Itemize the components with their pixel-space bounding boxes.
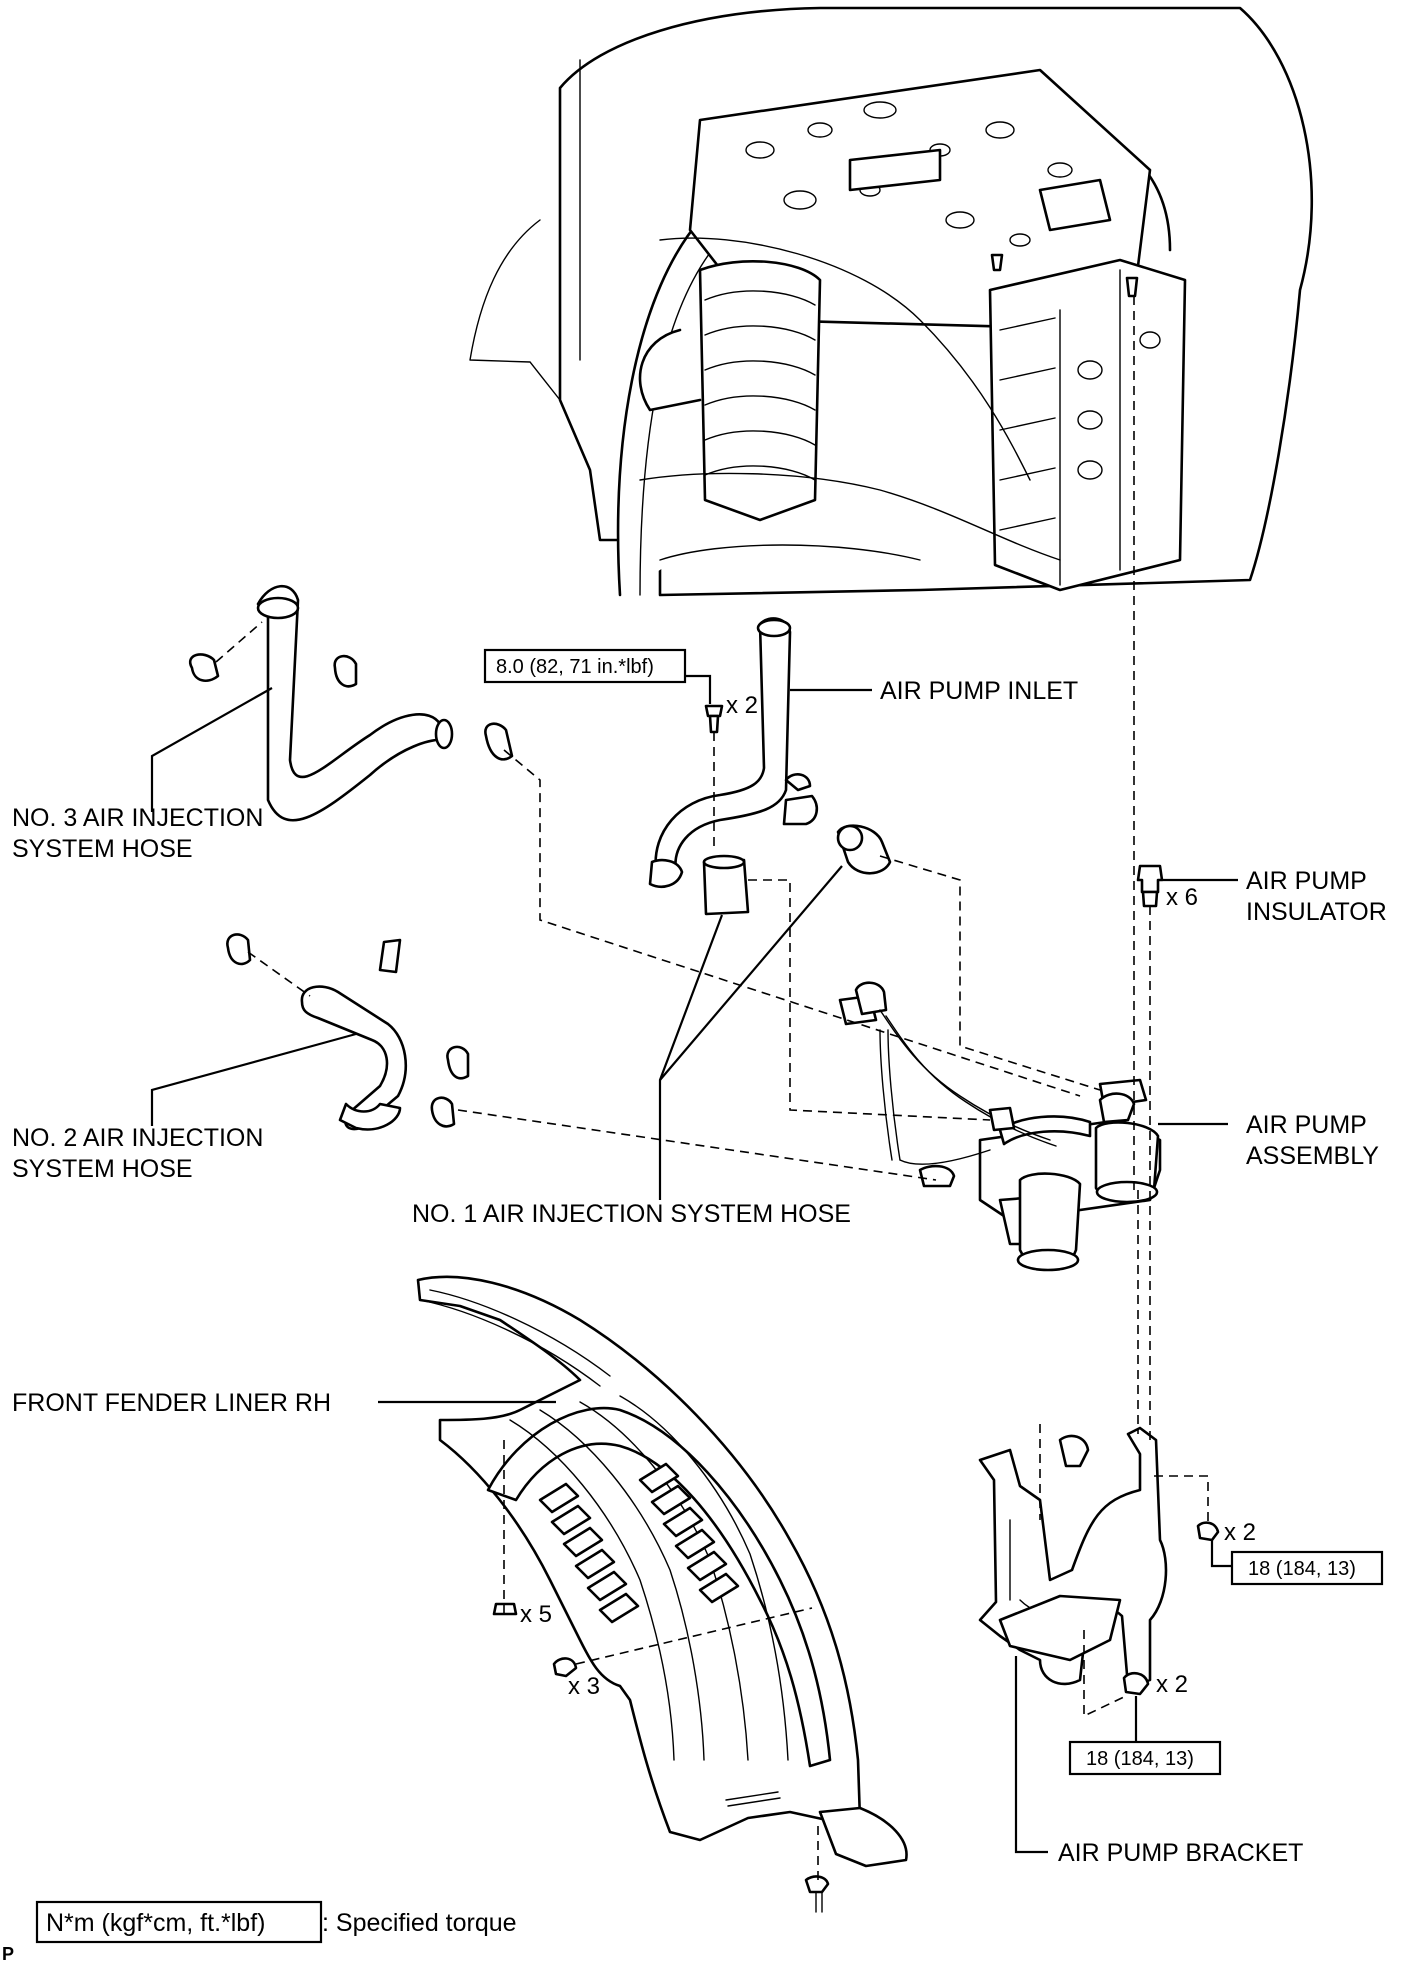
label-air-pump-assembly-line2: ASSEMBLY	[1246, 1142, 1379, 1170]
legend-unit: N*m (kgf*cm, ft.*lbf)	[46, 1909, 265, 1937]
no3-air-injection-hose	[188, 584, 514, 822]
corner-mark: P	[2, 1944, 14, 1963]
torque-value-bracket-bolt: 18 (184, 13)	[1086, 1748, 1194, 1770]
label-no3-hose-line2: SYSTEM HOSE	[12, 835, 193, 863]
strut-spring	[638, 260, 822, 522]
no2-air-injection-hose	[226, 933, 470, 1131]
front-fender-liner-part	[416, 1275, 908, 1913]
air-pump-assembly-part	[838, 981, 1162, 1272]
air-pump-insulator-part	[1136, 864, 1164, 908]
label-air-pump-assembly-line1: AIR PUMP	[1246, 1111, 1367, 1139]
torque-legend: N*m (kgf*cm, ft.*lbf) : Specified torque	[35, 1900, 517, 1944]
qty-bracket-bolt: x 2	[1156, 1671, 1188, 1698]
label-no3-hose-line1: NO. 3 AIR INJECTION	[12, 804, 263, 832]
label-air-pump-insulator-line2: INSULATOR	[1246, 898, 1387, 926]
label-no2-hose-line2: SYSTEM HOSE	[12, 1155, 193, 1183]
label-no2-hose-line1: NO. 2 AIR INJECTION	[12, 1124, 263, 1152]
torque-box-bracket-bolt: 18 (184, 13)	[1068, 1740, 1222, 1776]
label-front-fender-liner: FRONT FENDER LINER RH	[12, 1389, 331, 1417]
legend-text: : Specified torque	[322, 1909, 517, 1937]
qty-liner-screw: x 3	[568, 1673, 600, 1700]
qty-insulator: x 6	[1166, 884, 1198, 911]
torque-value-inlet-bolt: 8.0 (82, 71 in.*lbf)	[496, 656, 654, 678]
label-no1-hose: NO. 1 AIR INJECTION SYSTEM HOSE	[412, 1200, 851, 1228]
alignment-lines	[215, 296, 1209, 1880]
torque-value-bracket-nut: 18 (184, 13)	[1248, 1558, 1356, 1580]
air-pump-bracket-part	[978, 1426, 1220, 1696]
liner-vents	[538, 1462, 740, 1624]
label-air-pump-bracket: AIR PUMP BRACKET	[1058, 1839, 1303, 1867]
torque-box-bracket-nut: 18 (184, 13)	[1230, 1550, 1384, 1586]
engine-bay-illustration	[469, 6, 1314, 597]
qty-bracket-nut: x 2	[1224, 1519, 1256, 1546]
qty-inlet-bolt: x 2	[726, 692, 758, 719]
air-pump-inlet-part	[648, 617, 819, 888]
qty-liner-clip: x 5	[520, 1601, 552, 1628]
relay-box	[988, 258, 1187, 592]
no1-air-injection-hose	[702, 824, 892, 916]
leader-lines	[150, 674, 1238, 1854]
label-air-pump-insulator-line1: AIR PUMP	[1246, 867, 1367, 895]
label-air-pump-inlet: AIR PUMP INLET	[880, 677, 1078, 705]
torque-box-inlet-bolt: 8.0 (82, 71 in.*lbf)	[483, 648, 687, 684]
